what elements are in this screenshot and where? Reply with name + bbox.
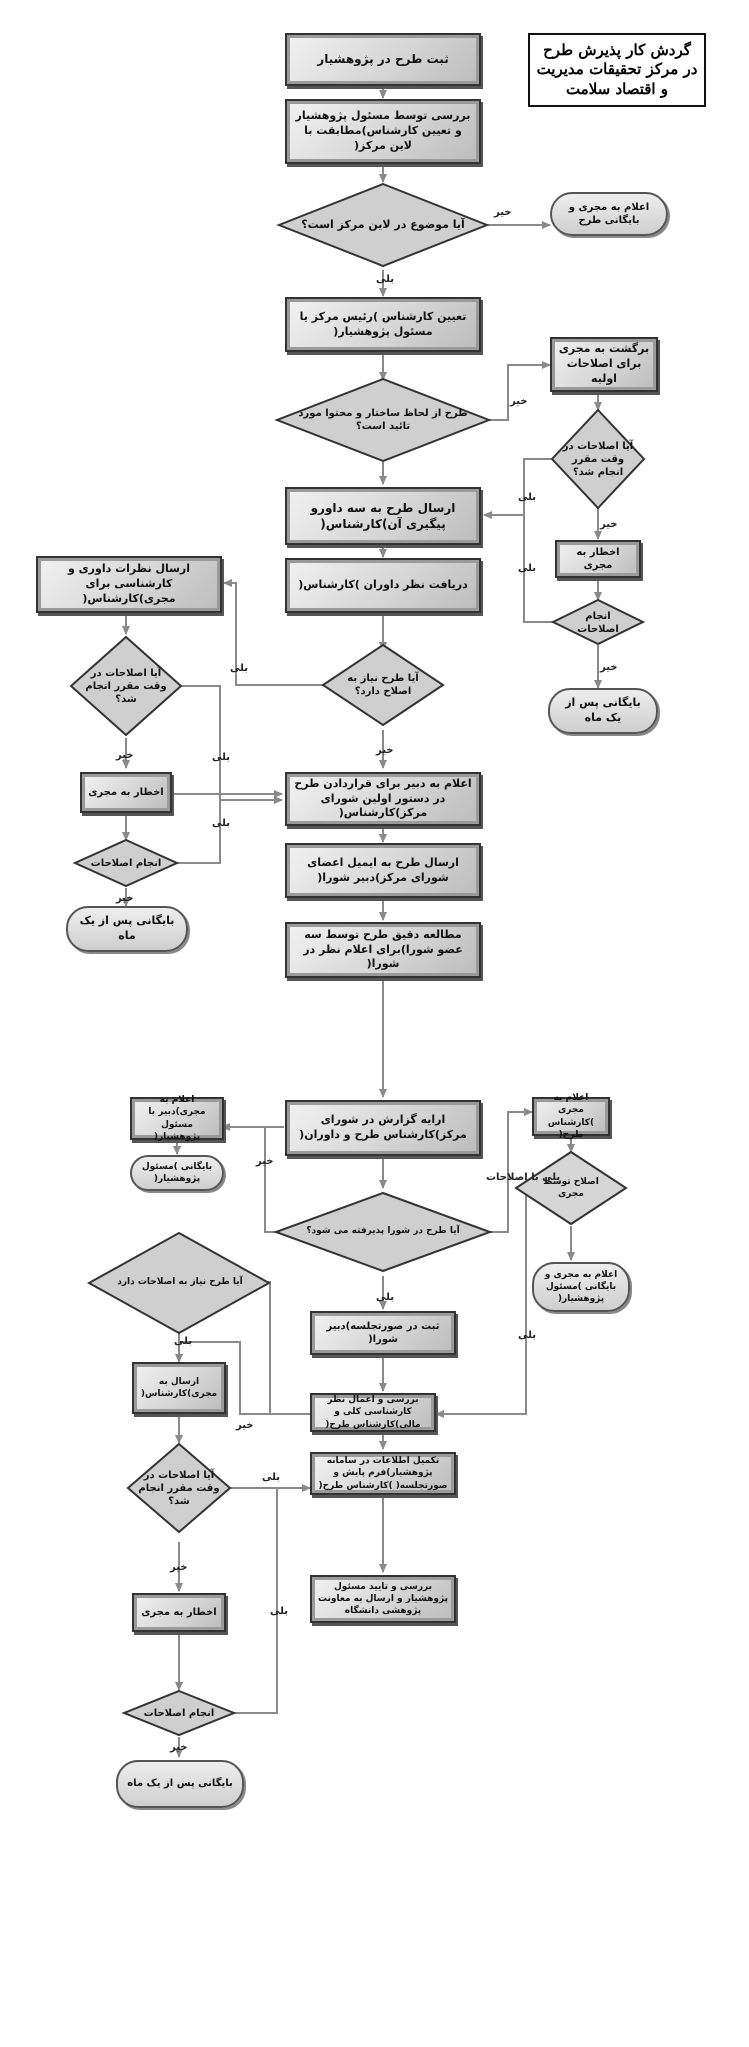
bottom-decision-deadline: آیا اصلاحات در وقت مقرر انجام شد؟ <box>138 1469 220 1507</box>
bottom-decision-needs: آیا طرح نیاز به اصلاحات دارد <box>117 1277 243 1288</box>
council-right-decision-shape <box>514 1150 628 1226</box>
council-right-notify: اعلام به مجری )کارشناس طرح( <box>532 1093 610 1140</box>
bottom-send-author: ارسال به مجری)کارشناس( <box>132 1362 226 1414</box>
bottom-decision-needs-shape <box>86 1231 272 1335</box>
bottom-decision-deadline-shape <box>126 1442 232 1534</box>
label-no: خیر <box>494 207 512 218</box>
right-decision-deadline-shape <box>550 408 646 510</box>
decision-needs-fix: آیا طرح نیاز به اصلاح دارد؟ <box>347 673 419 697</box>
diagram-title: گردش کار پذیرش طرح در مرکز تحقیقات مدیری… <box>528 33 706 107</box>
label-no: خیر <box>510 396 528 407</box>
bottom-decision-done: انجام اصلاحات <box>143 1707 215 1719</box>
connector <box>234 1488 278 1714</box>
connector <box>490 1108 533 1233</box>
label-no: خیر <box>116 750 134 761</box>
left-decision-done: انجام اصلاحات <box>90 857 162 869</box>
label-no: خیر <box>116 893 134 904</box>
label-yes: بلی <box>174 1336 192 1347</box>
label-yes: بلی <box>518 492 536 503</box>
connector <box>225 1278 310 1415</box>
label-yes: بلی <box>230 663 248 674</box>
label-yes: بلی <box>262 1472 280 1483</box>
label-yes-with-fix: بلی با اصلاحات <box>486 1172 561 1183</box>
connector <box>179 1341 310 1415</box>
label-no: خیر <box>376 745 394 756</box>
bottom-archive-month: بایگانی پس از یک ماه <box>116 1760 244 1808</box>
label-yes: بلی <box>212 818 230 829</box>
label-no: خیر <box>600 519 618 530</box>
left-decision-done-shape <box>72 838 180 888</box>
right-warn-author: اخطار به مجری <box>555 540 641 578</box>
connector <box>177 800 221 864</box>
connector <box>223 579 328 686</box>
step-expert-review: بررسی و اعمال نظر کارشناسی کلی و مالی)کا… <box>310 1393 436 1432</box>
step-council-report: ارایه گزارش در شورای مرکز)کارشناس طرح و … <box>285 1100 481 1156</box>
bottom-warn-author: اخطار به مجری <box>132 1593 226 1632</box>
step-receive-reviews: دریافت نظر داوران )کارشناس( <box>285 558 481 613</box>
connector <box>523 515 554 623</box>
step-minutes: ثبت در صورتجلسه)دبیر شورا( <box>310 1311 456 1355</box>
label-yes: بلی <box>376 1292 394 1303</box>
council-archive: بایگانی )مسئول پژوهشیار( <box>130 1155 224 1191</box>
left-decision-deadline-shape <box>69 635 183 737</box>
label-no: خیر <box>600 662 618 673</box>
right-decision-done: انجام اصلاحات <box>577 611 619 635</box>
connector <box>489 361 551 421</box>
connector <box>264 1127 278 1233</box>
step-complete-info: تکمیل اطلاعات در سامانه پژوهشیار)فرم پای… <box>310 1452 456 1495</box>
connector <box>483 458 551 519</box>
council-right-fix: اصلاح توسط مجری <box>543 1177 599 1199</box>
connector <box>181 685 283 804</box>
right-decision-done-shape <box>550 598 646 646</box>
decision-in-scope: آیا موضوع در لاین مرکز است؟ <box>301 217 465 231</box>
right-return-to-author: برگشت به مجری برای اصلاحات اولیه <box>550 337 658 392</box>
label-yes: بلی <box>212 752 230 763</box>
step-notify-secretary: اعلام به دبیر برای قراردادن طرح در دستور… <box>285 772 481 826</box>
decision-in-scope-shape <box>276 182 490 268</box>
left-warn-author: اخطار به مجری <box>80 772 172 813</box>
step-assign-expert: تعیین کارشناس )رئیس مرکز یا مسئول پژوهشی… <box>285 297 481 352</box>
step-final-approval: بررسی و تایید مسئول پژوهشیار و ارسال به … <box>310 1575 456 1623</box>
label-no: خیر <box>236 1420 254 1431</box>
decision-needs-fix-shape <box>321 643 445 727</box>
bottom-decision-done-shape <box>121 1689 237 1737</box>
label-yes: بلی <box>376 274 394 285</box>
right-decision-deadline: آیا اصلاحات در وقت مقرر انجام شد؟ <box>562 440 634 478</box>
decision-council: آیا طرح در شورا پذیرفته می شود؟ <box>306 1226 460 1237</box>
decision-council-shape <box>273 1191 493 1273</box>
council-notify-author: اعلام به مجری)دبیر با مسئول پژوهشیار( <box>130 1095 224 1142</box>
step-send-reviewers: ارسال طرح به سه داورو پیگیری آن)کارشناس( <box>285 487 481 545</box>
label-no: خیر <box>170 1742 188 1753</box>
right-archive-month: بایگانی پس از یک ماه <box>548 688 658 734</box>
left-archive-month: بایگانی پس از یک ماه <box>66 906 188 952</box>
label-no: خیر <box>170 1562 188 1573</box>
terminal-reject-archive: اعلام به مجری و بایگانی طرح <box>550 192 668 236</box>
label-yes: بلی <box>518 563 536 574</box>
left-send-comments: ارسال نظرات داوری و کارشناسی برای مجری)ک… <box>36 556 222 613</box>
label-no: خیر <box>256 1156 274 1167</box>
step-study-members: مطالعه دقیق طرح توسط سه عضو شورا)برای اع… <box>285 922 481 978</box>
label-yes: بلی <box>270 1606 288 1617</box>
step-email-council: ارسال طرح به ایمیل اعضای شورای مرکز)دبیر… <box>285 843 481 898</box>
decision-structure: طرح از لحاظ ساختار و محتوا مورد تائید اس… <box>298 408 468 432</box>
label-yes: بلی <box>518 1330 536 1341</box>
council-right-archive: اعلام به مجری و بایگانی )مسئول پژوهشیار( <box>532 1262 630 1312</box>
step-register: ثبت طرح در پژوهشیار <box>285 33 481 86</box>
decision-structure-shape <box>274 377 492 463</box>
left-decision-deadline: آیا اصلاحات در وقت مقرر انجام شد؟ <box>85 667 167 705</box>
step-review: بررسی توسط مسئول پژوهشیار و تعیین کارشنا… <box>285 99 481 164</box>
